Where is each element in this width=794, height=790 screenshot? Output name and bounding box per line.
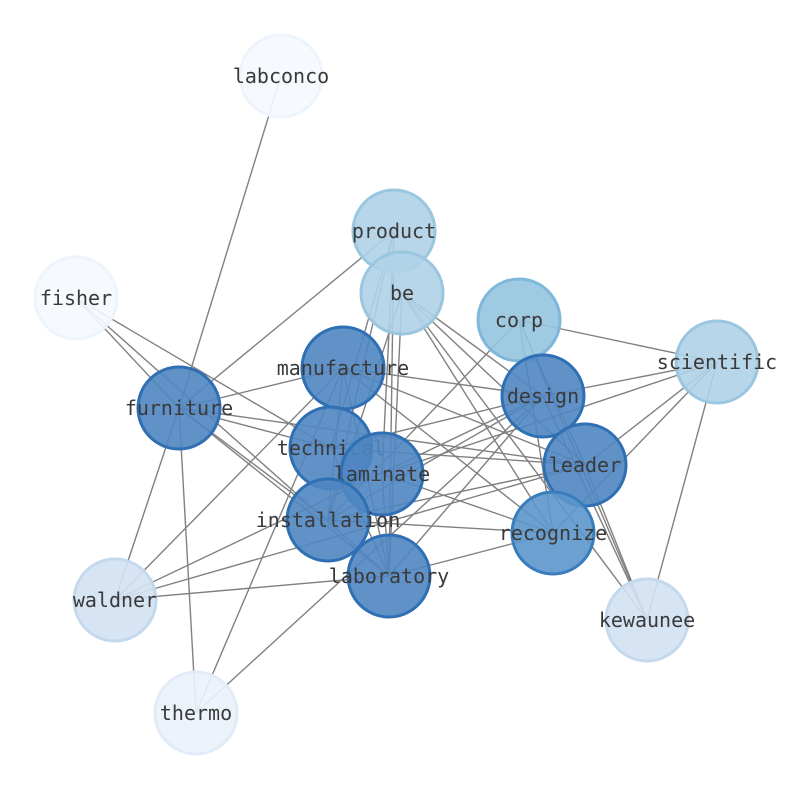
node-manufacture: manufacture bbox=[277, 325, 409, 411]
node-label-scientific: scientific bbox=[657, 350, 777, 374]
node-label-thermo: thermo bbox=[160, 701, 232, 725]
node-circle-kewaunee bbox=[604, 577, 690, 663]
node-label-installation: installation bbox=[256, 508, 401, 532]
node-waldner: waldner bbox=[72, 557, 158, 643]
node-corp: corp bbox=[476, 277, 562, 363]
edge-furniture-thermo bbox=[178, 407, 197, 714]
node-label-be: be bbox=[390, 281, 414, 305]
node-label-recognize: recognize bbox=[499, 521, 607, 545]
node-recognize: recognize bbox=[499, 490, 607, 576]
node-circle-labconco bbox=[238, 33, 324, 119]
node-label-waldner: waldner bbox=[73, 588, 157, 612]
node-scientific: scientific bbox=[657, 319, 777, 405]
node-circle-fisher bbox=[33, 255, 119, 341]
node-label-corp: corp bbox=[495, 308, 543, 332]
node-product: product bbox=[351, 188, 437, 274]
edge-be-recognize bbox=[401, 292, 554, 534]
node-thermo: thermo bbox=[153, 670, 239, 756]
edge-manufacture-leader bbox=[342, 367, 586, 466]
node-circle-waldner bbox=[72, 557, 158, 643]
edge-manufacture-waldner bbox=[114, 367, 344, 601]
node-label-labconco: labconco bbox=[233, 64, 329, 88]
node-be: be bbox=[359, 250, 445, 336]
node-labconco: labconco bbox=[233, 33, 329, 119]
node-furniture: furniture bbox=[125, 365, 233, 451]
node-circle-thermo bbox=[153, 670, 239, 756]
node-label-laminate: laminate bbox=[334, 462, 430, 486]
node-circle-scientific bbox=[674, 319, 760, 405]
node-kewaunee: kewaunee bbox=[599, 577, 695, 663]
edge-scientific-kewaunee bbox=[646, 361, 718, 621]
node-label-design: design bbox=[507, 384, 579, 408]
node-label-product: product bbox=[352, 219, 436, 243]
node-circle-design bbox=[500, 353, 586, 439]
node-circle-laboratory bbox=[346, 533, 432, 619]
node-laboratory: laboratory bbox=[329, 533, 449, 619]
node-label-leader: leader bbox=[549, 453, 621, 477]
edge-labconco-furniture bbox=[178, 75, 282, 409]
node-label-kewaunee: kewaunee bbox=[599, 608, 695, 632]
node-layer: labconco product fisher be corp scientific man… bbox=[33, 33, 777, 756]
edge-product-furniture bbox=[178, 230, 395, 409]
edge-laboratory-waldner bbox=[114, 575, 390, 601]
node-design: design bbox=[500, 353, 586, 439]
node-label-fisher: fisher bbox=[40, 286, 112, 310]
node-circle-be bbox=[359, 250, 445, 336]
node-label-furniture: furniture bbox=[125, 396, 233, 420]
node-circle-recognize bbox=[510, 490, 596, 576]
node-leader: leader bbox=[542, 422, 628, 508]
node-circle-furniture bbox=[136, 365, 222, 451]
node-circle-installation bbox=[285, 477, 371, 563]
node-fisher: fisher bbox=[33, 255, 119, 341]
node-installation: installation bbox=[256, 477, 401, 563]
node-label-laboratory: laboratory bbox=[329, 564, 449, 588]
node-label-manufacture: manufacture bbox=[277, 356, 409, 380]
